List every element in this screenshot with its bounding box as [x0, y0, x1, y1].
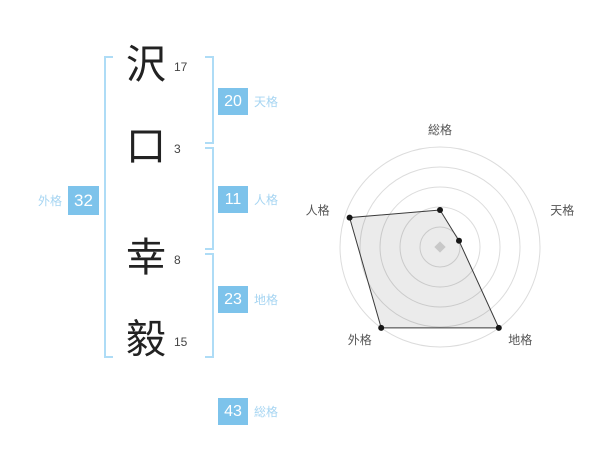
gaikaku-label: 外格: [38, 194, 63, 208]
gaikaku-group: 外格 32: [38, 186, 100, 215]
tenkaku-bracket: [205, 56, 214, 144]
radar-ring: [339, 146, 541, 348]
stroke-count: 8: [174, 253, 181, 267]
radar-axis-label: 外格: [348, 332, 372, 347]
chikaku-group: 23 地格: [218, 286, 278, 313]
radar-axis-label: 人格: [306, 202, 330, 217]
tenkaku-group: 20 天格: [218, 88, 278, 115]
name-char-row: 毅 15: [126, 320, 187, 360]
chikaku-label: 地格: [254, 293, 279, 307]
radar-vertex-dot: [346, 214, 353, 221]
radar-ring: [359, 166, 521, 328]
chikaku-value-badge: 23: [218, 286, 248, 313]
name-character: 幸: [126, 236, 166, 280]
jinkaku-value-badge: 11: [218, 186, 248, 213]
soukaku-group: 43 総格: [218, 398, 278, 425]
soukaku-value-badge: 43: [218, 398, 248, 425]
jinkaku-bracket: [205, 147, 214, 250]
stroke-count: 17: [174, 60, 188, 74]
jinkaku-label: 人格: [254, 193, 279, 207]
radar-vertex-dot: [495, 324, 502, 331]
stroke-count: 15: [174, 335, 188, 349]
radar-axis-label: 地格: [508, 332, 532, 347]
stroke-count: 3: [174, 142, 181, 156]
name-character: 口: [126, 125, 166, 169]
name-char-row: 沢 17: [126, 45, 187, 85]
radar-center-marker: [434, 241, 446, 253]
gaikaku-value-badge: 32: [68, 186, 100, 215]
radar-vertex-dot: [437, 207, 443, 213]
gaikaku-bracket: [104, 56, 113, 358]
name-character: 沢: [126, 43, 166, 87]
radar-polygon: [348, 209, 500, 329]
radar-vertex-dot: [456, 237, 462, 244]
radar-ring: [379, 186, 501, 308]
name-char-row: 口 3: [126, 127, 181, 167]
chikaku-bracket: [205, 253, 214, 358]
soukaku-label: 総格: [254, 405, 279, 419]
radar-axis-label: 総格: [428, 122, 452, 137]
name-character: 毅: [126, 318, 166, 362]
tenkaku-value-badge: 20: [218, 88, 248, 115]
radar-vertex-dot: [378, 324, 385, 331]
tenkaku-label: 天格: [254, 95, 279, 109]
name-char-row: 幸 8: [126, 238, 181, 278]
radar-axis-label: 天格: [550, 202, 574, 217]
jinkaku-group: 11 人格: [218, 186, 278, 213]
radar-ring: [419, 226, 461, 268]
